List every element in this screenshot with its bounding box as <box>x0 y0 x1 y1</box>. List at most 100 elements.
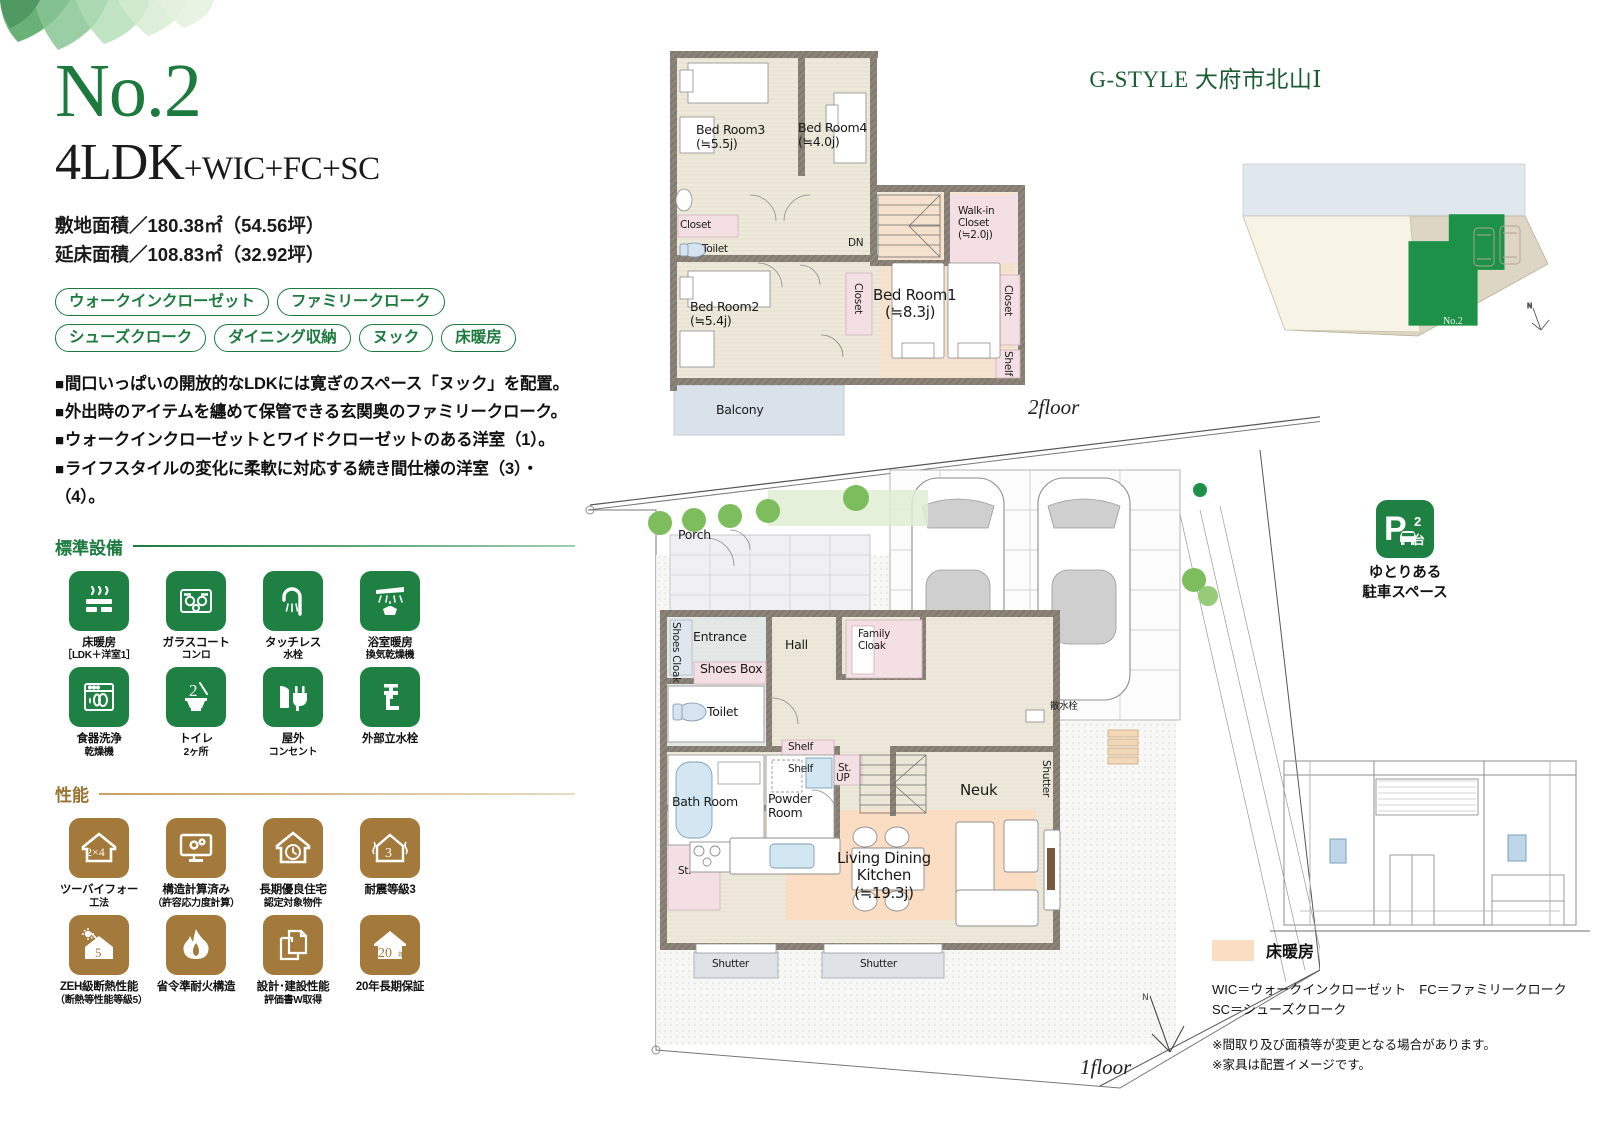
svg-text:5: 5 <box>95 945 102 960</box>
performance-label: ZEH級断熱性能 <box>59 981 139 994</box>
room-area: (≒8.3j) <box>885 303 936 322</box>
shelf-label: Shelf <box>1002 351 1015 376</box>
abbreviation-line: SC＝シューズクローク <box>1212 1002 1347 1018</box>
performance-label: 省令準耐火構造 <box>156 981 236 994</box>
performance-item: 構造計算済み （許容応力度計算） <box>152 818 240 910</box>
feature-bullet: 外出時のアイテムを纏めて保管できる玄関奥のファミリークローク。 <box>55 398 575 426</box>
equipment-caption: 屋外 コンセント <box>249 732 337 759</box>
fire-resistant-icon <box>166 915 226 976</box>
svg-text:N: N <box>1142 993 1149 1003</box>
equipment-item: ガラスコート コンロ <box>152 570 240 663</box>
room-name: Bed Room3 <box>696 122 766 137</box>
svg-text:3: 3 <box>385 846 392 861</box>
performance-sub: （断熱等性能等級5） <box>55 994 148 1006</box>
feature-tag: ウォークインクローゼット <box>55 287 270 316</box>
outdoor-outlet-icon <box>263 667 323 728</box>
equipment-sub: コンロ <box>181 649 211 661</box>
parking-caption-line2: 駐車スペース <box>1362 584 1448 601</box>
performance-heading: 性能 <box>55 781 575 806</box>
legend-label: 床暖房 <box>1266 944 1315 961</box>
equipment-caption: 食器洗浄 乾燥機 <box>55 732 143 759</box>
room-label: Bed Room1 (≒8.3j) <box>873 286 957 322</box>
equipment-sub: 水栓 <box>283 649 303 661</box>
performance-label: 設計･建設性能 <box>256 981 330 994</box>
glass-coat-stove-icon <box>166 570 226 631</box>
svg-text:2×4: 2×4 <box>86 845 105 859</box>
parking-caption-line1: ゆとりある <box>1368 565 1442 581</box>
feature-tag-list: ウォークインクローゼット ファミリークローク シューズクローク ダイニング収納 … <box>55 287 575 352</box>
performance-caption: ツーバイフォー 工法 <box>55 883 143 910</box>
performance-item: 3 耐震等級3 <box>346 818 434 910</box>
performance-sub: 認定対象物件 <box>263 897 323 909</box>
svg-text:2: 2 <box>1414 514 1421 529</box>
parking-caption: ゆとりある 駐車スペース <box>1330 564 1480 603</box>
room-area: (≒5.5j) <box>696 136 738 152</box>
floor-heating-swatch <box>1212 939 1254 961</box>
performance-caption: ZEH級断熱性能 （断熱等性能等級5） <box>55 980 148 1007</box>
abbreviation-line: WIC＝ウォークインクローゼット FC＝ファミリークローク <box>1212 982 1567 997</box>
down-stair-label: DN <box>848 237 864 249</box>
floor-heating-icon <box>69 570 129 631</box>
equipment-caption: 外部立水栓 <box>346 732 434 746</box>
svg-text:年: 年 <box>398 950 405 959</box>
leaf-decoration <box>0 0 250 95</box>
site-map: No.2 N <box>1238 136 1588 356</box>
warranty-20y-icon: 20 年 <box>360 915 420 976</box>
compass-icon: N <box>1140 990 1194 1062</box>
divider <box>99 792 575 795</box>
site-area: 敷地面積／180.38㎡（54.56坪） <box>55 215 325 237</box>
standard-equipment-heading: 標準設備 <box>55 534 575 559</box>
up-stair-label: UP <box>836 772 850 784</box>
feature-tag: シューズクローク <box>55 323 207 352</box>
performance-caption: 長期優良住宅 認定対象物件 <box>249 883 337 910</box>
equipment-label: トイレ <box>179 733 213 746</box>
svg-text:2: 2 <box>189 681 198 700</box>
feature-tag: ヌック <box>358 323 434 352</box>
closet-label: Closet <box>852 283 865 314</box>
closet-label: Closet <box>680 219 711 231</box>
equipment-sub: ［LDK＋洋室1］ <box>62 649 136 661</box>
standard-equipment-grid: 床暖房 ［LDK＋洋室1］ ガラスコート コンロ <box>55 570 575 760</box>
performance-sub: 評価書W取得 <box>264 994 322 1006</box>
performance-item: 5 ZEH級断熱性能 （断熱等性能等級5） <box>55 915 148 1007</box>
equipment-item: 2 トイレ 2ヶ所 <box>152 667 240 759</box>
shutter-label: Shutter <box>1040 760 1053 797</box>
water-tap-label: 散水栓 <box>1050 701 1078 712</box>
neuk-label: Neuk <box>960 781 998 799</box>
equipment-caption: 床暖房 ［LDK＋洋室1］ <box>55 636 143 663</box>
equipment-item: 屋外 コンセント <box>249 667 337 759</box>
two-by-four-icon: 2×4 <box>69 818 129 879</box>
equipment-label: 食器洗浄 <box>76 733 122 746</box>
feature-bullet: ライフスタイルの変化に柔軟に対応する続き間仕様の洋室（3）・（4）。 <box>55 455 575 512</box>
room-area: (≒19.3j) <box>854 883 914 902</box>
disclaimer-notes: ※間取り及び面積等が変更となる場合があります。 ※家具は配置イメージです。 <box>1212 1035 1496 1075</box>
room-label: Bed Room3 (≒5.5j) <box>696 122 766 152</box>
entrance-label: Entrance <box>693 629 747 644</box>
performance-sub: （許容応力度計算） <box>152 897 240 909</box>
performance-title: 性能 <box>55 786 89 806</box>
feature-bullet: ウォークインクローゼットとワイドクローゼットのある洋室（1）。 <box>55 426 575 454</box>
parking-badge: P 2 台 ゆとりある 駐車スペース <box>1330 500 1480 603</box>
shelf-label: Shelf <box>788 763 813 775</box>
performance-item: 20 年 20年長期保証 <box>346 915 434 1007</box>
performance-caption: 耐震等級3 <box>346 883 434 897</box>
performance-item: 省令準耐火構造 <box>152 915 240 1007</box>
parking-icon: P 2 台 <box>1376 500 1434 558</box>
shutter-label: Shutter <box>860 958 897 970</box>
equipment-item: 浴室暖房 換気乾燥機 <box>346 570 434 663</box>
hall-label: Hall <box>785 637 808 652</box>
room-name: Bed Room4 <box>798 120 868 135</box>
svg-text:台: 台 <box>1413 532 1425 547</box>
layout-main: 4LDK <box>55 134 185 192</box>
equipment-item: 外部立水栓 <box>346 667 434 759</box>
equipment-sub: コンセント <box>268 746 318 758</box>
layout-title: 4LDK+WIC+FC+SC <box>55 133 575 192</box>
equipment-caption: 浴室暖房 換気乾燥機 <box>346 636 434 663</box>
shelf-label: Shelf <box>788 741 813 753</box>
closet-label: Closet <box>1002 285 1015 316</box>
equipment-label: 外部立水栓 <box>362 733 418 746</box>
toilet-icon: 2 <box>166 667 226 728</box>
equipment-item: タッチレス 水栓 <box>249 570 337 663</box>
